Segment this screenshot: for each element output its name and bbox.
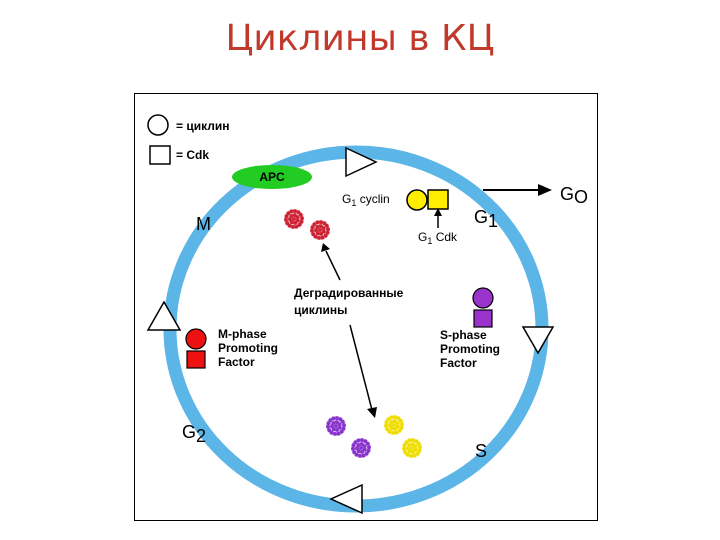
degraded-blob-red	[284, 209, 304, 229]
slide-title: Циклины в КЦ	[225, 18, 495, 59]
phase-s-label: S	[475, 441, 487, 461]
degraded-blob-yellow	[384, 415, 404, 435]
degraded-cyclin-blobs	[284, 209, 422, 458]
legend-cyclin-label: = циклин	[176, 119, 230, 133]
g1-cyclin-label: G1 cyclin	[342, 192, 390, 208]
g1-cdk-pointer-head	[434, 208, 442, 216]
degraded-blob-yellow	[402, 438, 422, 458]
phase-g2-label: G2	[182, 422, 206, 446]
phase-g0-label: GO	[560, 184, 588, 207]
apc-ellipse	[232, 165, 312, 189]
direction-arrow-left	[146, 300, 182, 331]
apc-label: APC	[259, 170, 285, 184]
m-cdk-square	[186, 350, 206, 369]
m-factor-line-1: M-phase	[218, 327, 267, 341]
degraded-arrow-up-line	[325, 250, 341, 281]
direction-arrow-bottom	[329, 483, 363, 515]
g1-cdk-square	[427, 189, 449, 210]
degraded-blob-purple	[326, 416, 346, 436]
s-cyclin-circle	[472, 287, 494, 309]
direction-arrow-right	[521, 326, 555, 355]
legend-cyclin-circle	[147, 114, 169, 136]
g0-arrow-head	[538, 184, 552, 196]
degraded-arrow-up-head	[321, 243, 330, 252]
degraded-cyclins-line-2: циклины	[294, 303, 347, 317]
degraded-blob-purple	[351, 438, 371, 458]
m-factor-line-2: Promoting	[218, 341, 278, 355]
degraded-arrow-down-line	[349, 324, 373, 411]
s-factor-line-1: S-phase	[440, 328, 487, 342]
degraded-blob-red	[310, 220, 330, 240]
degraded-arrow-down-head	[367, 407, 377, 418]
m-factor-line-3: Factor	[218, 355, 255, 369]
legend-cdk-square	[149, 145, 171, 165]
phase-m-label: M	[196, 214, 211, 234]
degraded-cyclins-line-1: Деградированные	[294, 286, 404, 300]
s-factor-line-2: Promoting	[440, 342, 500, 356]
m-cyclin-circle	[185, 328, 207, 350]
legend-cdk-label: = Cdk	[176, 148, 209, 162]
s-factor-line-3: Factor	[440, 356, 477, 370]
phase-g1-label: G1	[474, 207, 498, 231]
g1-cyclin-circle	[406, 189, 428, 211]
direction-arrow-top	[345, 146, 378, 178]
g1-cdk-label: G1 Cdk	[418, 230, 458, 246]
s-cdk-square	[473, 309, 493, 328]
